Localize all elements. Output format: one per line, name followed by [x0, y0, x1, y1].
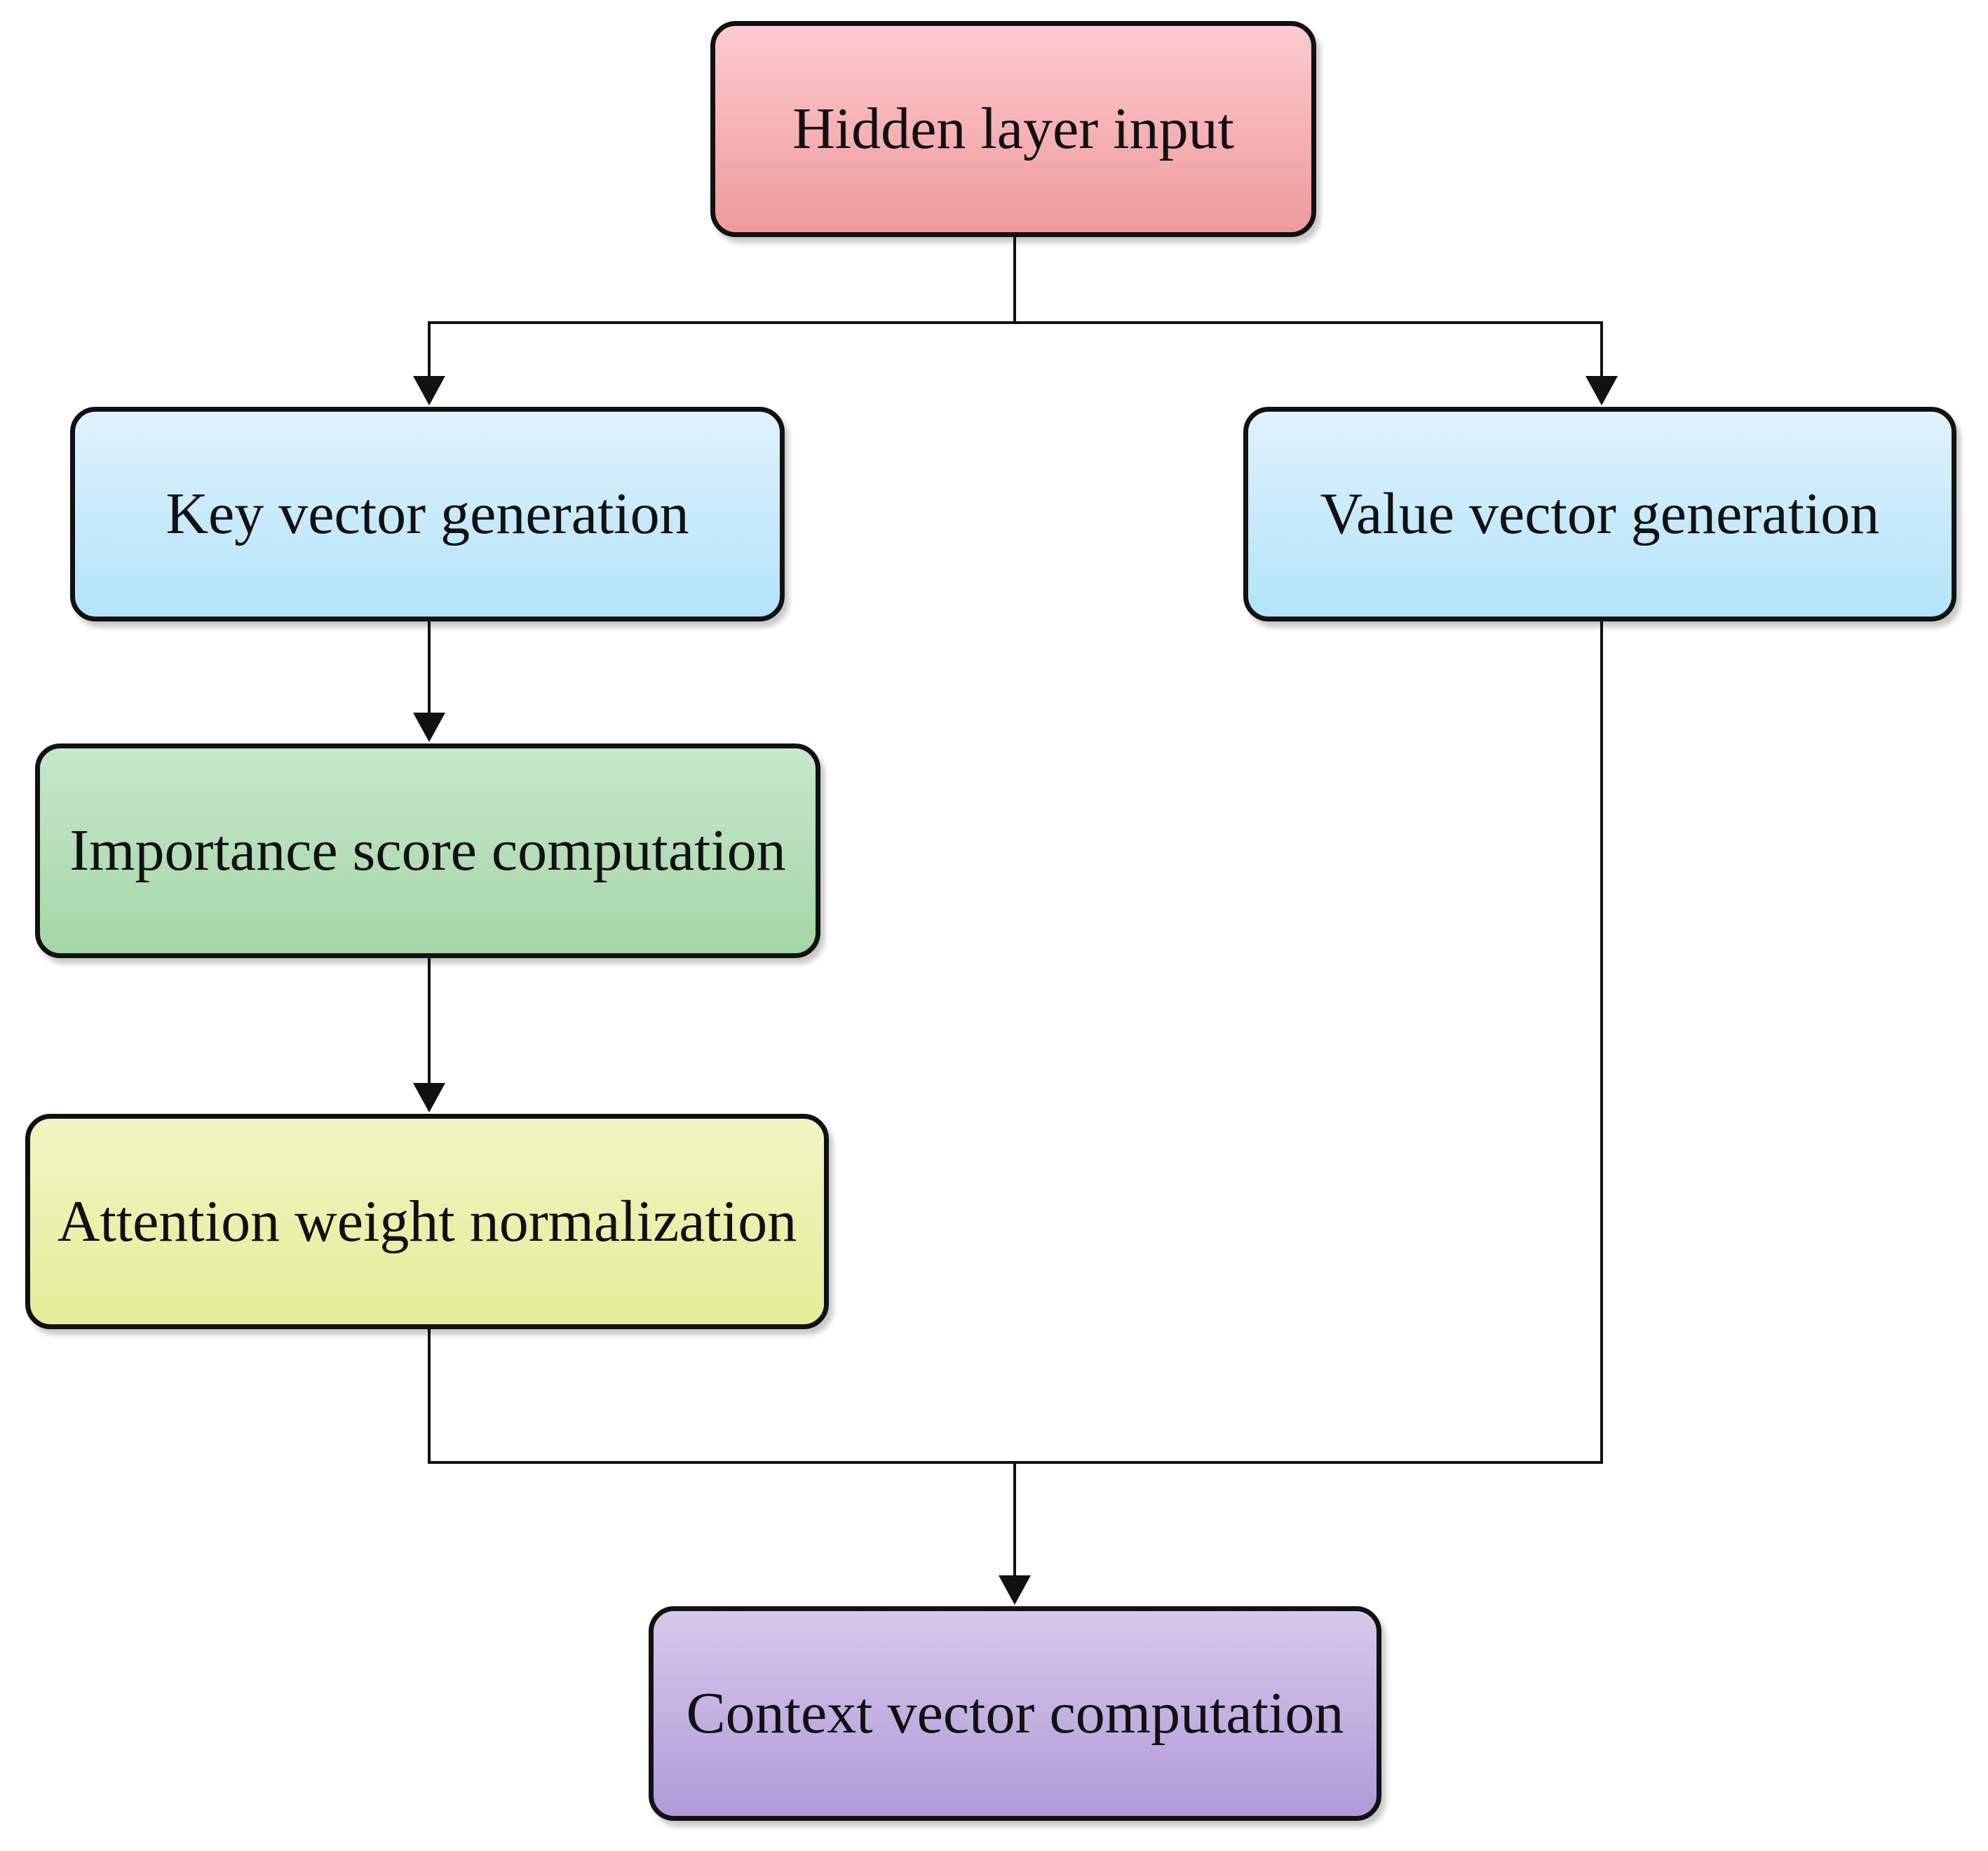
- arrowhead-attention: [413, 1083, 445, 1112]
- node-context-vector-computation: Context vector computation: [649, 1606, 1381, 1821]
- arrowhead-value: [1585, 376, 1618, 405]
- arrowhead-key: [413, 376, 445, 405]
- arrowhead-score: [413, 713, 445, 742]
- node-value-vector-generation: Value vector generation: [1243, 407, 1956, 621]
- node-label: Value vector generation: [1320, 481, 1880, 546]
- node-label: Key vector generation: [165, 481, 689, 546]
- node-key-vector-generation: Key vector generation: [70, 407, 785, 621]
- edge-value-to-context: [1015, 621, 1603, 1464]
- edge-hidden-to-value: [1015, 321, 1603, 379]
- node-attention-weight-normalization: Attention weight normalization: [25, 1114, 829, 1329]
- node-label: Attention weight normalization: [57, 1188, 797, 1254]
- node-label: Importance score computation: [69, 818, 786, 883]
- node-importance-score-computation: Importance score computation: [35, 743, 820, 958]
- node-label: Hidden layer input: [792, 96, 1234, 161]
- node-hidden-layer-input: Hidden layer input: [710, 21, 1316, 237]
- arrowhead-context: [999, 1575, 1031, 1605]
- edge-hidden-to-key: [428, 237, 1016, 379]
- node-label: Context vector computation: [686, 1681, 1344, 1746]
- edge-attention-to-context: [428, 1329, 1015, 1464]
